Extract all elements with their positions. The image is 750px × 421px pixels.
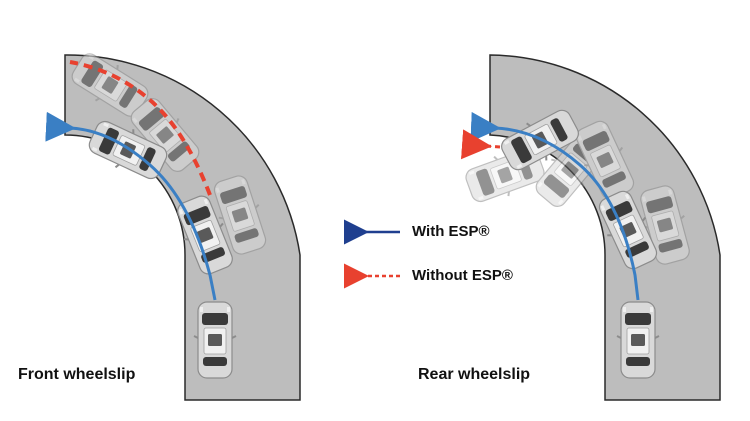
- left-road: [64, 54, 301, 401]
- legend-with-esp-label: With ESP®: [412, 223, 490, 240]
- left-without-esp-path: [69, 60, 212, 196]
- legend-without-esp-label: Without ESP®: [412, 267, 513, 284]
- right-without-esp-path: [460, 129, 501, 160]
- front-wheelslip-caption: Front wheelslip: [18, 366, 136, 383]
- right-with-esp-path: [470, 111, 640, 301]
- left-with-esp-path: [45, 111, 217, 301]
- rear-wheelslip-caption: Rear wheelslip: [418, 366, 531, 383]
- right-road: [489, 54, 721, 401]
